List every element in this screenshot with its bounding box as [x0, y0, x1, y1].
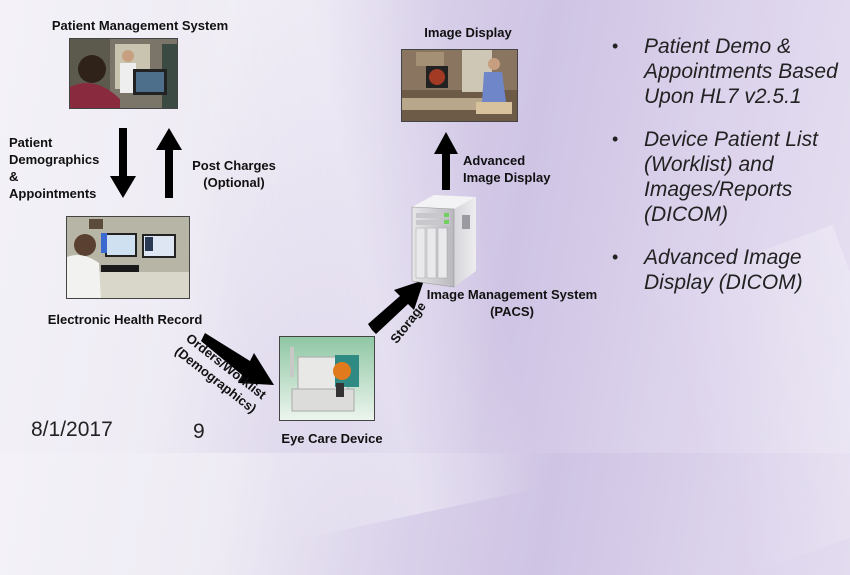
- bullet-list: • Patient Demo & Appointments Based Upon…: [612, 34, 850, 313]
- pms-photo: [69, 38, 178, 109]
- bullet-text: Patient Demo & Appointments Based Upon H…: [644, 35, 838, 108]
- bullet-item: • Advanced Image Display (DICOM): [612, 245, 850, 295]
- edge-label-line: Appointments: [9, 186, 97, 201]
- advanced-display-up-arrow: [434, 132, 458, 190]
- demographics-down-arrow: [110, 128, 136, 198]
- post-charges-up-arrow: [156, 128, 182, 198]
- image-display-photo: [401, 49, 518, 122]
- pacs-title-line: (PACS): [490, 304, 534, 319]
- eye-care-device-title: Eye Care Device: [281, 431, 383, 446]
- post-charges-edge-label: Post Charges (Optional): [184, 157, 284, 191]
- edge-label-line: Patient: [9, 135, 53, 150]
- edge-label-line: &: [9, 169, 19, 184]
- orders-arrow: [201, 333, 274, 385]
- bullet-text: Device Patient List (Worklist) and Image…: [644, 128, 818, 226]
- bullet-text: Advanced Image Display (DICOM): [644, 246, 803, 294]
- bullet-item: • Patient Demo & Appointments Based Upon…: [612, 34, 850, 109]
- ehr-title: Electronic Health Record: [47, 312, 203, 327]
- footer-date: 8/1/2017: [31, 418, 113, 441]
- bullet-dot: •: [612, 129, 619, 149]
- edge-label-line: Post Charges: [192, 158, 276, 173]
- advanced-display-edge-label: Advanced Image Display: [463, 152, 573, 186]
- pacs-title: Image Management System (PACS): [412, 286, 612, 320]
- edge-label-line: Demographics: [9, 152, 100, 167]
- edge-label-line: Image Display: [463, 170, 551, 185]
- pms-title: Patient Management System: [51, 18, 229, 33]
- image-display-title: Image Display: [424, 25, 512, 40]
- eye-care-device-photo: [279, 336, 375, 421]
- footer-page-number: 9: [193, 420, 205, 443]
- server-tower-icon: [411, 195, 476, 288]
- pacs-title-line: Image Management System: [426, 287, 598, 302]
- ehr-photo: [66, 216, 190, 299]
- demographics-edge-label: Patient Demographics & Appointments: [9, 134, 119, 202]
- storage-arrow: [368, 280, 424, 334]
- bullet-dot: •: [612, 36, 619, 56]
- edge-label-line: Advanced: [463, 153, 526, 168]
- bullet-dot: •: [612, 247, 619, 267]
- bullet-item: • Device Patient List (Worklist) and Ima…: [612, 127, 850, 227]
- edge-label-line: (Optional): [203, 175, 265, 190]
